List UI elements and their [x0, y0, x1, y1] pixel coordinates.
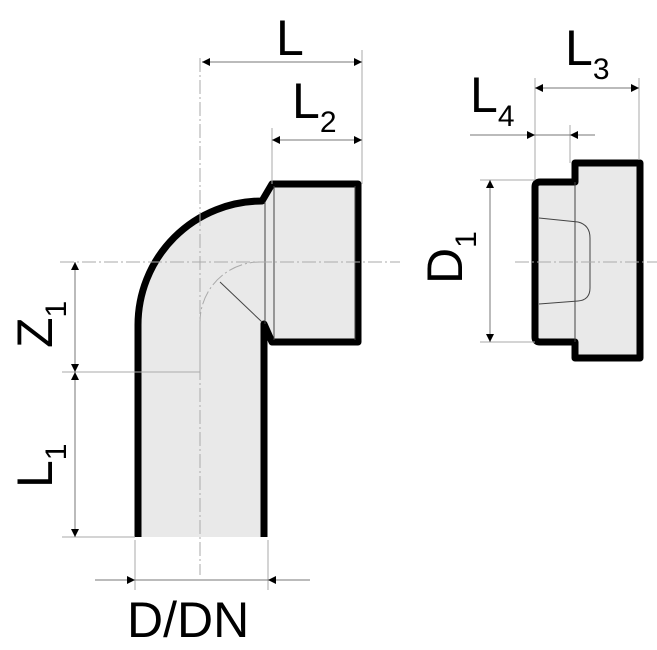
inner-miter-line — [219, 281, 263, 323]
elbow-fitting — [134, 180, 362, 537]
label-Z1: Z1 — [7, 301, 73, 348]
label-L1: L1 — [7, 444, 73, 489]
seal-ring — [538, 217, 591, 305]
label-D-DN: D/DN — [127, 592, 249, 648]
label-L2: L2 — [292, 73, 337, 139]
label-L4: L4 — [470, 67, 515, 133]
bend-centerline-arc — [199, 261, 263, 370]
socket-section — [515, 159, 657, 362]
label-L3: L3 — [565, 20, 610, 86]
label-L: L — [276, 10, 304, 66]
label-D1: D1 — [417, 231, 483, 284]
